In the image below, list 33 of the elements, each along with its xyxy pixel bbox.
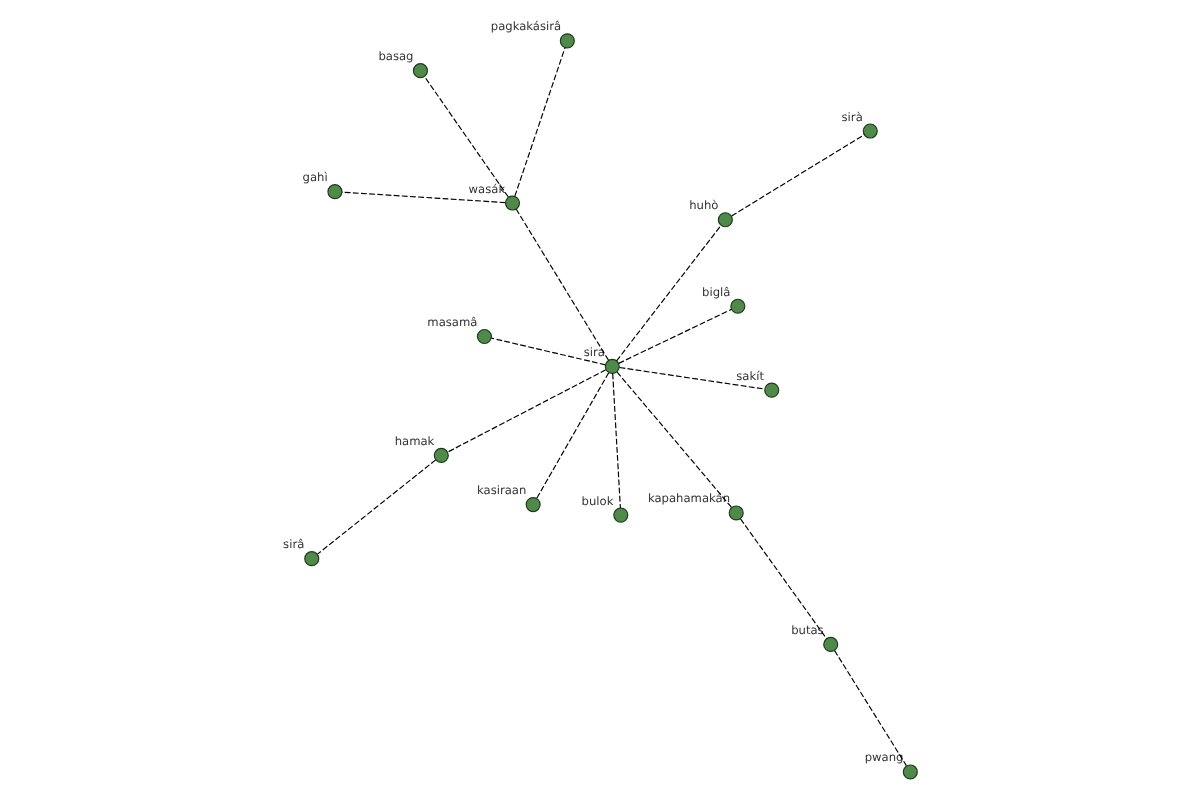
- connector: [612, 373, 621, 509]
- connector: [447, 369, 607, 453]
- node-circle: [728, 505, 744, 521]
- node-circle: [304, 551, 320, 567]
- node-circle: [862, 123, 878, 139]
- node-circle: [412, 63, 428, 79]
- connector: [731, 134, 865, 217]
- connector: [833, 650, 907, 767]
- connector: [616, 224, 722, 362]
- connector: [423, 75, 509, 198]
- node-circle: [604, 358, 620, 374]
- node-circle: [730, 298, 746, 314]
- connector: [618, 308, 732, 364]
- connector: [341, 191, 506, 204]
- node-circle: [764, 382, 780, 398]
- connector: [514, 47, 566, 197]
- connector: [490, 337, 606, 366]
- node-circle: [504, 195, 521, 211]
- connector: [616, 371, 733, 508]
- node-circle: [559, 33, 575, 49]
- node-circle: [902, 764, 918, 780]
- node-circle: [476, 328, 492, 345]
- connector: [536, 372, 610, 499]
- node-circle: [327, 184, 343, 200]
- connector: [618, 366, 766, 390]
- connector: [316, 459, 437, 555]
- node-circle: [613, 507, 629, 523]
- node-circle: [433, 447, 449, 463]
- connector: [515, 208, 610, 361]
- node-circle: [525, 497, 541, 513]
- node-circle: [717, 212, 733, 228]
- connector: [739, 518, 828, 640]
- node-circle: [823, 636, 839, 652]
